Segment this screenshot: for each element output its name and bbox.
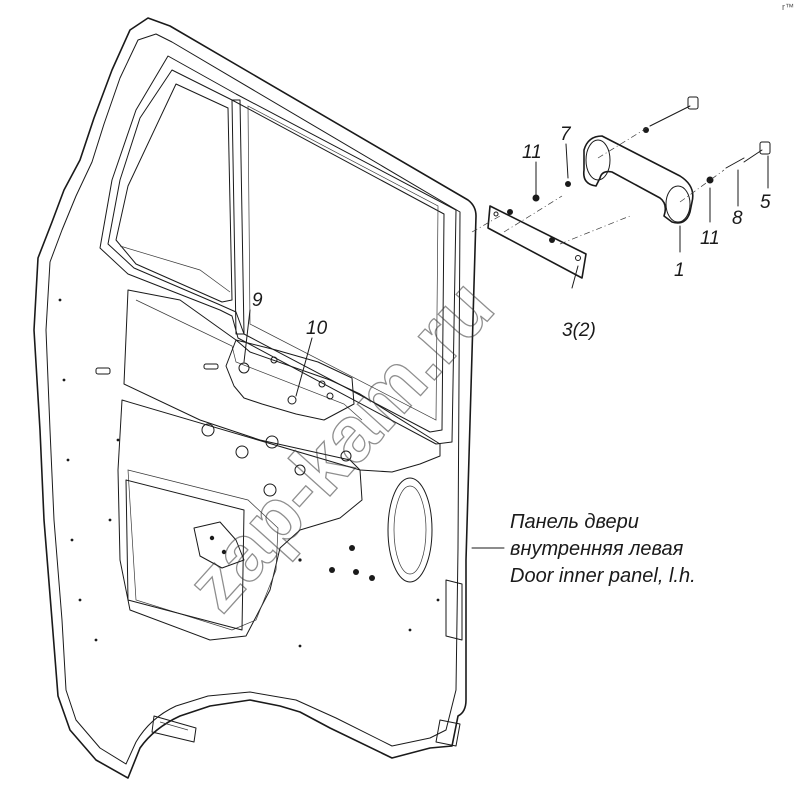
door-panel <box>33 17 477 779</box>
caption-line-en: Door inner panel, l.h. <box>510 565 696 587</box>
callout-3: 3(2) <box>562 320 596 341</box>
caption: Панель двери внутренняя левая Door inner… <box>510 509 696 590</box>
leader-lines <box>243 143 769 549</box>
callout-1: 1 <box>674 260 685 281</box>
caption-line-ru-2: внутренняя левая <box>510 538 684 560</box>
callout-10: 10 <box>306 318 328 339</box>
callout-11-lower: 11 <box>700 228 720 249</box>
callout-11-upper: 11 <box>522 142 542 163</box>
corner-mark: r™ <box>782 2 794 12</box>
callout-7: 7 <box>560 124 572 145</box>
callout-9: 9 <box>252 290 263 311</box>
caption-line-ru-1: Панель двери <box>510 511 639 533</box>
callout-labels: 1 3(2) 5 7 8 9 10 11 11 <box>252 124 771 341</box>
callout-8: 8 <box>732 208 743 229</box>
callout-5: 5 <box>760 192 771 213</box>
grab-handle-assembly <box>471 96 771 279</box>
